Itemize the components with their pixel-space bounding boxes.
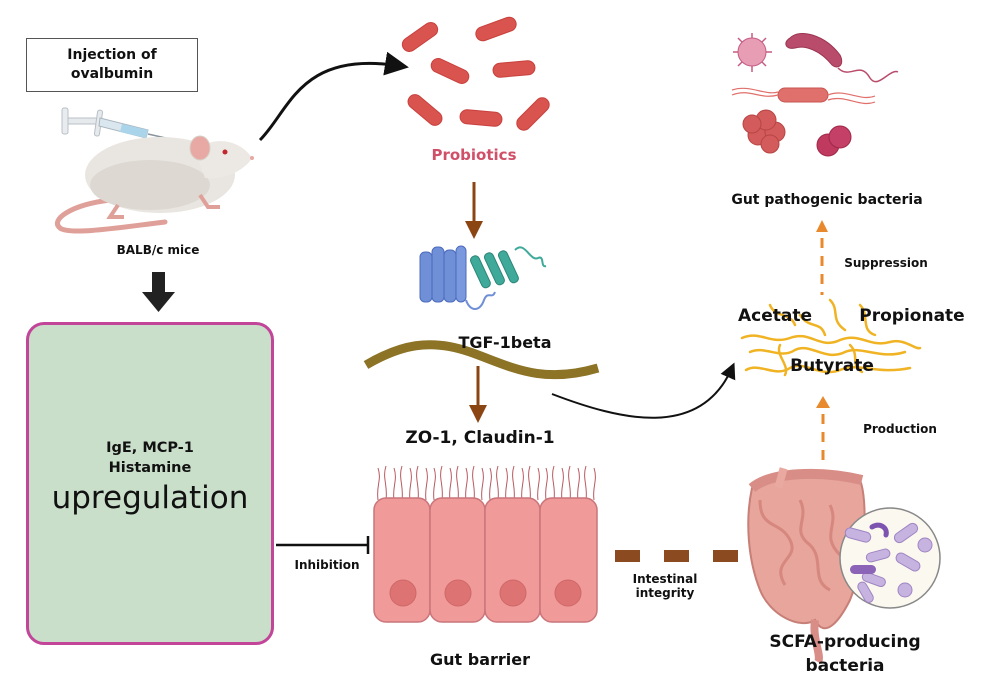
zo1-claudin1-label: ZO-1, Claudin-1	[405, 428, 555, 448]
probiotics-label: Probiotics	[431, 146, 517, 164]
suppression-label: Suppression	[844, 256, 928, 270]
balbc-mice-label: BALB/c mice	[116, 243, 200, 257]
ige-mcp1-label: IgE, MCP-1	[106, 440, 194, 456]
intestinal-integrity-line1: Intestinal	[632, 572, 698, 586]
scfa-bacteria-magnified-icon	[839, 507, 941, 609]
production-arrow	[816, 396, 830, 465]
production-label: Production	[863, 422, 937, 436]
upregulation-box	[26, 322, 274, 645]
scfa-bacteria-line1: SCFA-producing	[769, 632, 921, 652]
intestinal-integrity-label: Intestinal integrity	[620, 572, 710, 600]
suppression-arrow	[816, 220, 828, 295]
intestinal-integrity-link	[615, 550, 738, 562]
probiotic-bacteria-icon	[401, 16, 550, 131]
tgf-strand-icon	[363, 340, 600, 380]
tgf-1beta-label: TGF-1beta	[458, 333, 552, 352]
propionate-label: Propionate	[859, 306, 965, 326]
receptor-protein-icon	[419, 245, 547, 310]
oral-administration-arrow	[258, 51, 409, 142]
scfa-molecules-icon	[740, 298, 922, 377]
acetate-label: Acetate	[737, 306, 813, 326]
inhibition-label: Inhibition	[294, 558, 360, 572]
mouse-icon	[55, 135, 254, 234]
scfa-producing-bacteria-label: SCFA-producing bacteria	[760, 630, 930, 678]
inhibition-arrow	[276, 536, 370, 554]
injection-label-line1: Injection of	[67, 47, 157, 63]
scfa-bacteria-line2: bacteria	[805, 656, 885, 676]
butyrate-label: Butyrate	[790, 356, 874, 376]
gut-barrier-label: Gut barrier	[430, 650, 530, 669]
tgf-to-scfa-arrow	[551, 362, 736, 419]
down-arrow-icon	[142, 272, 175, 312]
histamine-label: Histamine	[108, 460, 192, 476]
intestine-icon	[747, 467, 866, 664]
epithelial-cells-icon	[373, 465, 598, 623]
injection-of-ovalbumin-box: Injection of ovalbumin	[26, 38, 198, 92]
gut-pathogenic-bacteria-label: Gut pathogenic bacteria	[731, 192, 923, 208]
intestinal-integrity-line2: integrity	[635, 586, 695, 600]
upregulation-label: upregulation	[51, 480, 249, 516]
syringe-icon	[61, 107, 171, 140]
upregulation-text: IgE, MCP-1 Histamine upregulation	[26, 438, 274, 518]
pathogen-bacteria-icon	[731, 33, 899, 157]
injection-label-line2: ovalbumin	[70, 66, 154, 82]
